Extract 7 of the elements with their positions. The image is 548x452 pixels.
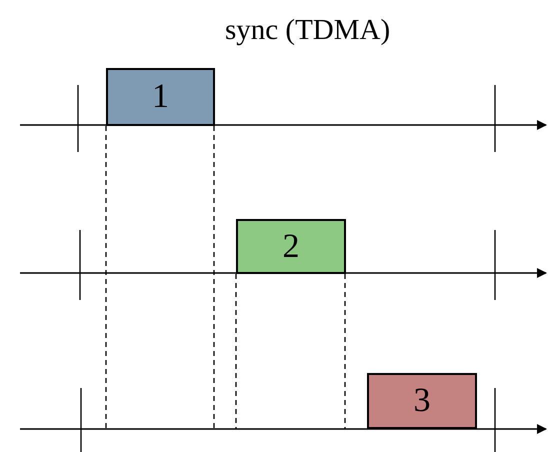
- time-slot-box: [106, 68, 215, 126]
- slot-number: 3: [414, 382, 430, 420]
- slot-number: 1: [152, 78, 169, 116]
- slot-number: 2: [282, 228, 300, 266]
- time-slot-box: [367, 373, 477, 429]
- diagram-title: sync (TDMA): [225, 14, 390, 47]
- time-slot-box: [236, 219, 346, 274]
